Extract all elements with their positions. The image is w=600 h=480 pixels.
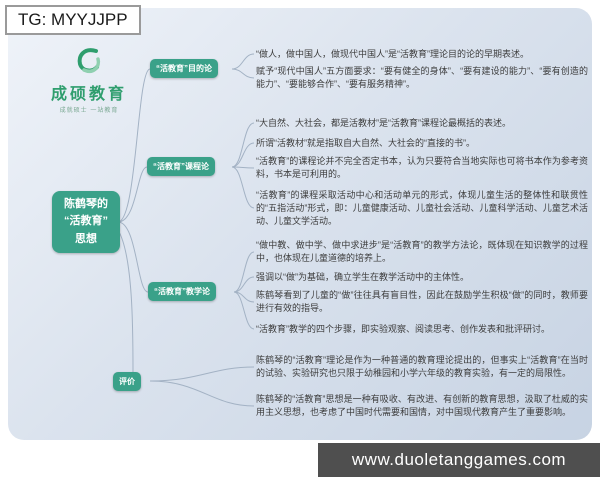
- logo-name: 成硕教育: [50, 86, 127, 103]
- point: 所谓“活教材”就是指取自大自然、大社会的“直接的书”。: [256, 138, 475, 148]
- point: 赋予“现代中国人”五方面要求：“要有健全的身体”、“要有建设的能力”、“要有创造…: [256, 66, 588, 89]
- logo-tagline: 成就硕士 一站教育: [59, 108, 119, 114]
- logo: 成硕教育 成就硕士 一站教育: [30, 44, 148, 114]
- point: “活教育”的课程采取活动中心和活动单元的形式，体现儿童生活的整体性和联贯性的“五…: [256, 190, 588, 226]
- point: 强调以“做”为基础，确立学生在教学活动中的主体性。: [256, 272, 469, 282]
- branch-node-curriculum: “活教育”课程论: [147, 157, 215, 176]
- footer-watermark: www.duoletanggames.com: [318, 443, 600, 477]
- branch-node-evaluation: 评价: [113, 372, 141, 391]
- branch-node-purpose: “活教育”目的论: [150, 59, 218, 78]
- point: 陈鹤琴的“活教育”思想是一种有吸收、有改进、有创新的教育思想，汲取了杜威的实用主…: [256, 394, 588, 417]
- root-node: 陈鹤琴的 “活教育” 思想: [52, 191, 120, 253]
- point: “活教育”的课程论并不完全否定书本，认为只要符合当地实际也可将书本作为参考资料，…: [256, 156, 588, 179]
- point: “活教育”教学的四个步骤，即实验观察、阅读思考、创作发表和批评研讨。: [256, 324, 550, 334]
- logo-icon: [30, 44, 148, 78]
- point: “做人，做中国人，做现代中国人”是“活教育”理论目的论的早期表述。: [256, 49, 529, 59]
- branch-node-teaching: “活教育”教学论: [148, 282, 216, 301]
- tg-watermark: TG: MYYJJPP: [5, 5, 141, 35]
- point: “做中教、做中学、做中求进步”是“活教育”的教学方法论，既体现在知识教学的过程中…: [256, 240, 588, 263]
- point: 陈鹤琴看到了儿童的“做”往往具有盲目性，因此在鼓励学生积极“做”的同时，教师要进…: [256, 290, 588, 313]
- point: 陈鹤琴的“活教育”理论是作为一种普通的教育理论提出的，但事实上“活教育”在当时的…: [256, 355, 588, 378]
- point: “大自然、大社会，都是活教材”是“活教育”课程论最概括的表述。: [256, 118, 511, 128]
